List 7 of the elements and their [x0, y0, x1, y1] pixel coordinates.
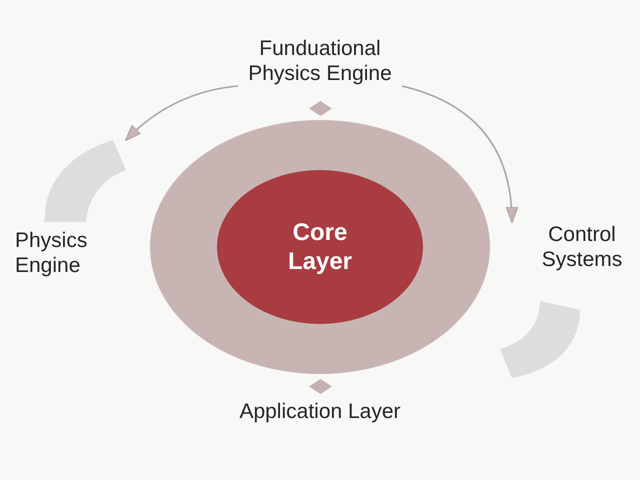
curved-arrow: [402, 85, 518, 224]
layer-label: Control Systems: [540, 222, 624, 272]
layer-label: Physics Engine: [15, 228, 88, 278]
layer-label: Application Layer: [228, 399, 412, 424]
layer-label: Core Layer: [286, 218, 354, 276]
layer-label: Funduational Physics Engine: [238, 36, 402, 86]
curved-arrow: [124, 85, 238, 142]
